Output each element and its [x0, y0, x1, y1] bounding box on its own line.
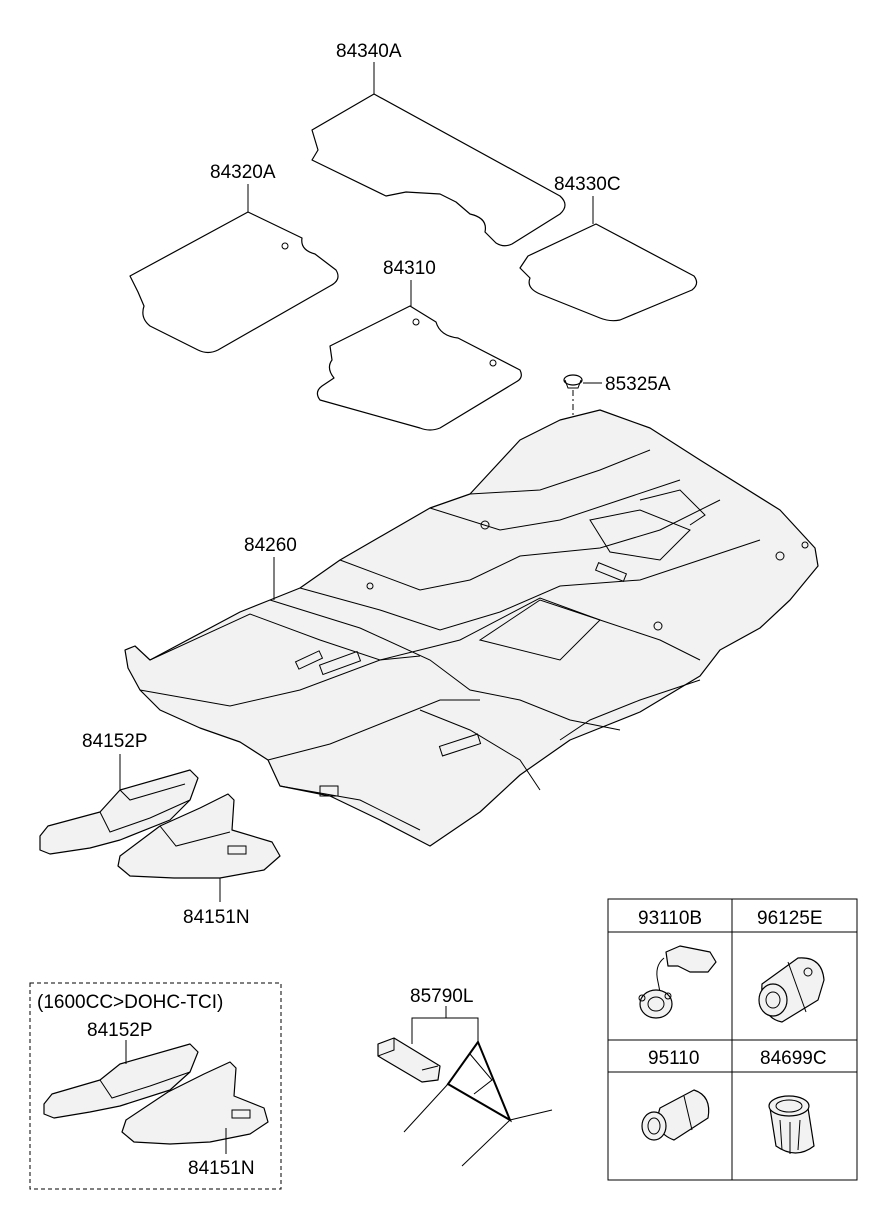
label-84340a: 84340A — [336, 41, 402, 62]
grommet-icon — [489, 359, 497, 367]
label-84152p: 84152P — [82, 731, 148, 752]
label-84330c: 84330C — [554, 174, 621, 195]
mat-84340a[interactable] — [311, 93, 566, 247]
variant-box: (1600CC>DOHC-TCI) 84152P 84151N — [29, 982, 282, 1190]
grommet-icon — [412, 318, 420, 326]
label-84260: 84260 — [244, 535, 297, 556]
parts-table: 93110B 96125E 95110 84699C — [607, 898, 858, 1181]
clip-85325a[interactable] — [563, 374, 583, 389]
carpet-84260[interactable] — [124, 409, 819, 847]
table-code-93110b: 93110B — [638, 908, 702, 929]
label-85790l: 85790L — [410, 986, 473, 1007]
mat-84330c[interactable] — [519, 223, 698, 322]
label-85325a: 85325A — [605, 374, 671, 395]
plug-connector-icon[interactable] — [638, 945, 717, 1019]
mat-84310[interactable] — [316, 305, 522, 431]
label-84310: 84310 — [383, 258, 436, 279]
hole-icon — [801, 541, 809, 549]
grommet-icon — [281, 242, 289, 250]
variant-insulator-84151n[interactable] — [121, 1061, 269, 1145]
leader-85790l — [411, 1017, 479, 1044]
variant-label-84151n: 84151N — [188, 1158, 255, 1179]
hole-icon — [775, 551, 785, 561]
table-code-96125e: 96125E — [757, 908, 823, 929]
hole-icon — [480, 520, 490, 530]
label-84320a: 84320A — [210, 162, 276, 183]
variant-insulator-84152p[interactable] — [43, 1043, 199, 1119]
table-code-84699c: 84699C — [760, 1048, 827, 1069]
hole-icon — [366, 582, 374, 590]
insulator-84151n[interactable] — [117, 793, 281, 879]
warning-triangle-icon — [446, 1039, 513, 1123]
hole-icon — [653, 621, 663, 631]
power-outlet-icon[interactable] — [758, 957, 825, 1023]
mat-84320a[interactable] — [129, 211, 339, 354]
cap-icon[interactable] — [768, 1095, 815, 1154]
switch-knob-icon[interactable] — [641, 1089, 710, 1141]
variant-label-84152p: 84152P — [87, 1020, 153, 1041]
label-84151n: 84151N — [183, 907, 250, 928]
variant-condition: (1600CC>DOHC-TCI) — [37, 992, 223, 1013]
triangle-kit-85790l[interactable] — [377, 1026, 553, 1167]
insulator-84152p[interactable] — [39, 769, 199, 855]
table-code-95110: 95110 — [648, 1048, 699, 1069]
kit-case-icon — [377, 1037, 441, 1083]
